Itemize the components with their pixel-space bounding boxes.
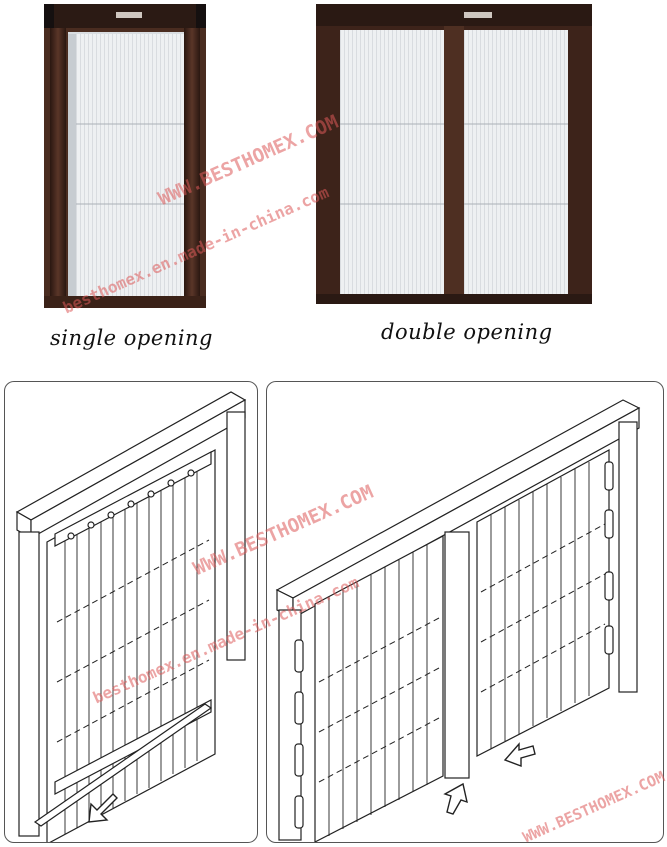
single-opening-photo [40, 4, 210, 308]
caption-single-opening: single opening [50, 326, 214, 350]
arrow-down-left-icon [85, 790, 121, 826]
single-opening-diagram [4, 381, 258, 843]
double-opening-photo [316, 4, 592, 304]
double-opening-diagram [266, 381, 664, 843]
arrow-down-left-icon [503, 740, 537, 770]
caption-double-opening: double opening [381, 320, 553, 344]
arrow-up-right-icon [443, 782, 473, 816]
